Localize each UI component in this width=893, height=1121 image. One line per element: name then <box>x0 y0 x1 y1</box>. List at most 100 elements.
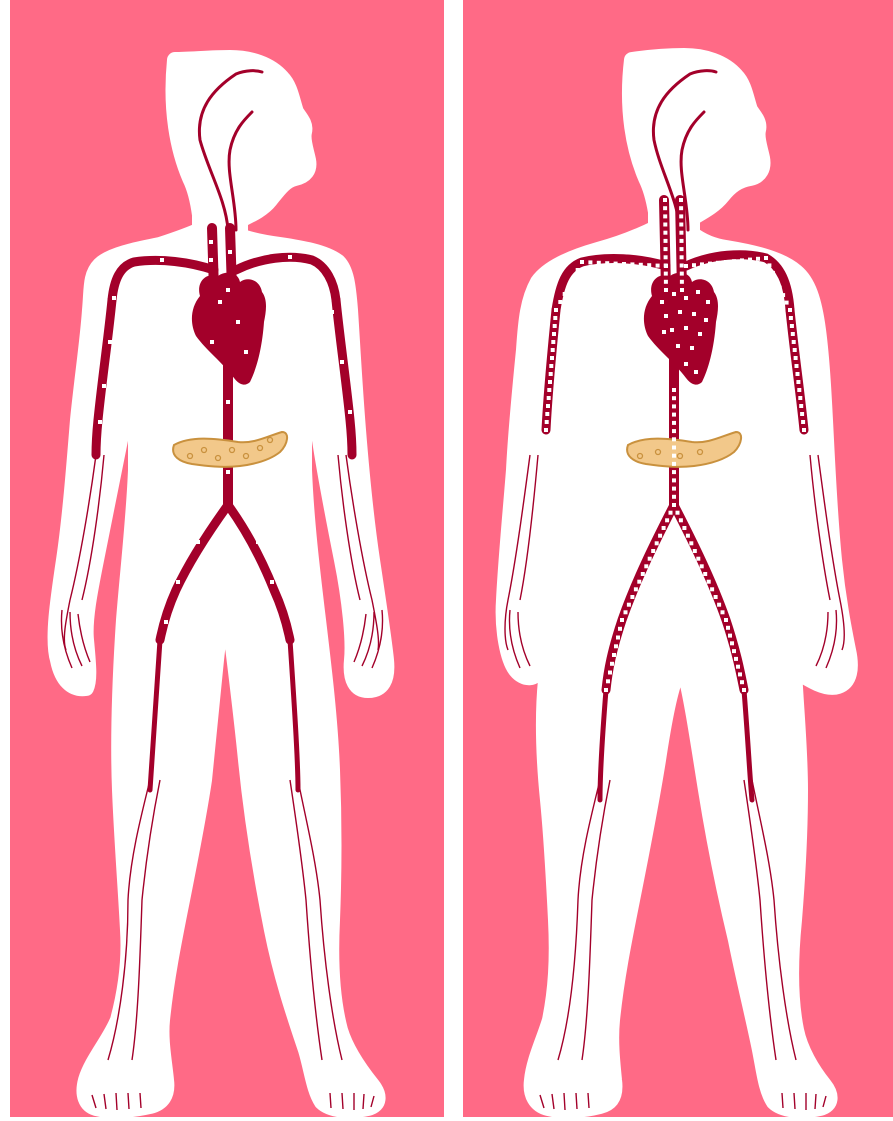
glucose-particle <box>604 688 608 692</box>
glucose-particle <box>704 318 708 322</box>
glucose-particle <box>684 296 688 300</box>
glucose-particle <box>796 380 800 384</box>
glucose-particle <box>679 214 683 218</box>
glucose-particle <box>679 231 683 235</box>
glucose-particle <box>696 290 700 294</box>
glucose-particle <box>679 206 683 210</box>
glucose-particle <box>680 239 684 243</box>
glucose-particle <box>742 688 746 692</box>
glucose-particle <box>721 610 725 614</box>
glucose-particle <box>672 487 676 491</box>
glucose-particle <box>576 268 580 272</box>
glucose-particle <box>764 256 768 260</box>
glucose-particle <box>664 288 668 292</box>
glucose-particle <box>684 362 688 366</box>
glucose-particle <box>756 257 760 261</box>
glucose-particle <box>767 263 771 267</box>
glucose-particle <box>610 662 614 666</box>
glucose-particle <box>717 603 721 607</box>
glucose-particle <box>672 388 676 392</box>
glucose-particle <box>700 262 704 266</box>
glucose-particle <box>627 603 631 607</box>
glucose-particle <box>551 348 555 352</box>
glucose-particle <box>797 388 801 392</box>
glucose-particle <box>547 388 551 392</box>
glucose-particle <box>736 665 740 669</box>
glucose-particle <box>680 264 684 268</box>
glucose-particle <box>716 261 720 265</box>
glucose-particle <box>545 420 549 424</box>
glucose-particle <box>634 587 638 591</box>
glucose-particle <box>708 262 712 266</box>
glucose-particle <box>793 348 797 352</box>
glucose-particle <box>700 564 704 568</box>
glucose-particle <box>553 316 557 320</box>
glucose-particle <box>553 324 557 328</box>
glucose-particle <box>724 260 728 264</box>
glucose-particle <box>672 396 676 400</box>
panel-right <box>463 0 893 1117</box>
glucose-particle <box>571 276 575 280</box>
glucose-particle <box>647 263 651 267</box>
glucose-particle <box>616 636 620 640</box>
glucose-particle <box>676 344 680 348</box>
glucose-particle <box>732 649 736 653</box>
glucose-particle <box>790 324 794 328</box>
glucose-particle <box>614 262 618 266</box>
glucose-particle <box>664 280 668 284</box>
glucose-particle <box>680 280 684 284</box>
glucose-particle <box>670 328 674 332</box>
glucose-particle <box>551 340 555 344</box>
glucose-particle <box>664 239 668 243</box>
glucose-particle <box>605 261 609 265</box>
glucose-particle <box>563 292 567 296</box>
glucose-particle <box>663 231 667 235</box>
glucose-particle <box>558 300 562 304</box>
glucose-particle <box>550 356 554 360</box>
glucose-particle <box>554 308 558 312</box>
glucose-particle <box>672 421 676 425</box>
glucose-particle <box>795 364 799 368</box>
glucose-particle <box>730 641 734 645</box>
glucose-particle <box>696 557 700 561</box>
glucose-particle <box>771 271 775 275</box>
panel-left <box>10 0 444 1117</box>
glucose-particle <box>703 572 707 576</box>
glucose-particle <box>732 259 736 263</box>
glucose-particle <box>612 653 616 657</box>
glucose-particle <box>794 356 798 360</box>
glucose-particle <box>549 372 553 376</box>
glucose-particle <box>728 634 732 638</box>
glucose-particle <box>799 404 803 408</box>
glucose-particle <box>547 396 551 400</box>
glucose-particle <box>791 332 795 336</box>
glucose-particle <box>789 316 793 320</box>
glucose-particle <box>651 549 655 553</box>
glucose-particle <box>614 644 618 648</box>
glucose-particle <box>694 370 698 374</box>
glucose-particle <box>698 332 702 336</box>
glucose-particle <box>800 412 804 416</box>
glucose-particle <box>548 380 552 384</box>
glucose-particle <box>778 286 782 290</box>
glucose-particle <box>618 627 622 631</box>
glucose-particle <box>664 264 668 268</box>
glucose-particle <box>672 503 676 507</box>
glucose-particle <box>552 332 556 336</box>
glucose-particle <box>662 526 666 530</box>
glucose-particle <box>796 372 800 376</box>
glucose-particle <box>588 260 592 264</box>
glucose-particle <box>802 428 806 432</box>
glucose-particle <box>672 413 676 417</box>
glucose-particle <box>664 247 668 251</box>
glucose-particle <box>544 428 548 432</box>
glucose-particle <box>672 292 676 296</box>
glucose-particle <box>692 263 696 267</box>
glucose-particle <box>644 564 648 568</box>
glucose-particle <box>672 446 676 450</box>
glucose-particle <box>724 618 728 622</box>
glucose-particle <box>663 223 667 227</box>
glucose-particle <box>664 314 668 318</box>
glucose-particle <box>641 572 645 576</box>
